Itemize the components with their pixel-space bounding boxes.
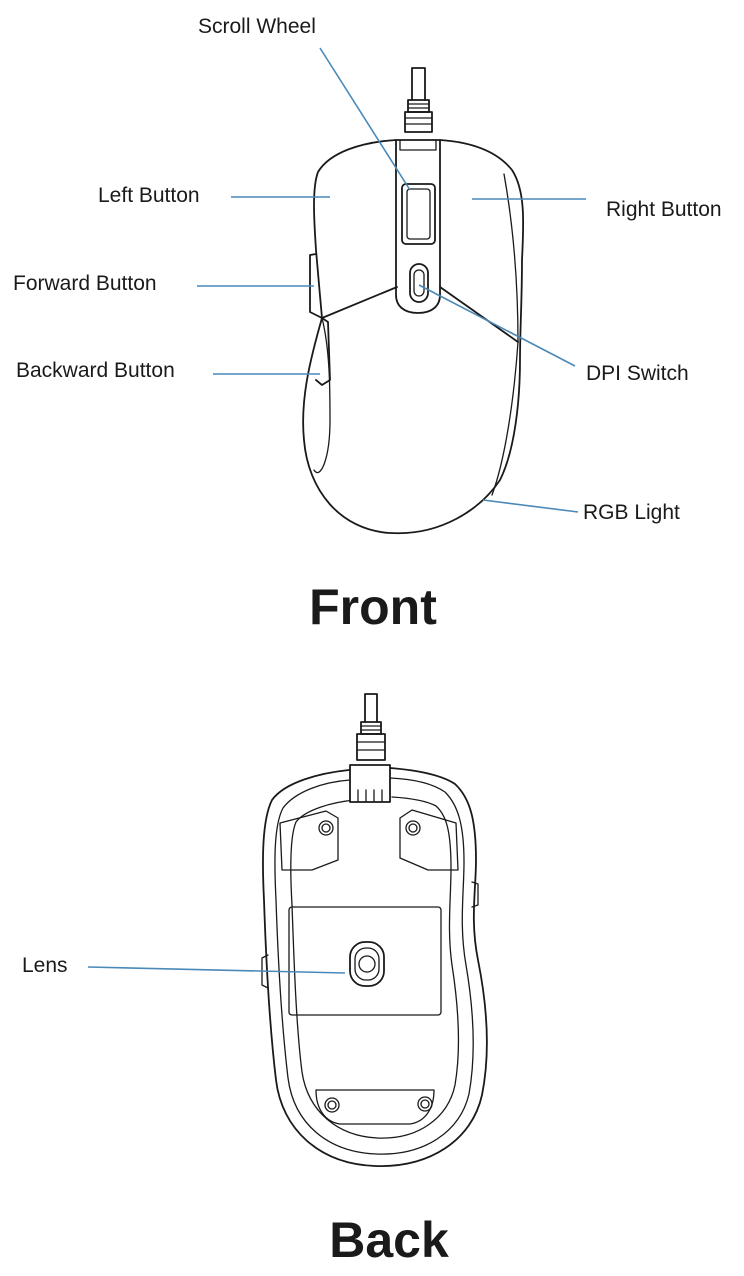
leader-rgb-light — [482, 499, 579, 513]
leader-dpi-switch — [418, 284, 576, 367]
back-heading: Back — [329, 1212, 449, 1268]
back-mouse-body — [262, 767, 488, 1167]
forward-button-shape — [309, 253, 323, 319]
label-forward-button: Forward Button — [13, 272, 157, 295]
front-mouse-body — [302, 139, 525, 535]
dpi-switch-shape — [409, 263, 429, 303]
back-top-feet — [279, 809, 459, 871]
label-lens: Lens — [22, 954, 68, 977]
label-scroll-wheel: Scroll Wheel — [198, 15, 316, 38]
label-dpi-switch: DPI Switch — [586, 362, 689, 385]
label-backward-button: Backward Button — [16, 359, 175, 382]
front-heading: Front — [309, 579, 437, 635]
lens-shape — [349, 941, 385, 987]
back-cable — [356, 693, 386, 761]
center-strip — [395, 139, 441, 314]
label-left-button: Left Button — [98, 184, 200, 207]
leader-scroll-wheel — [319, 47, 411, 191]
label-right-button: Right Button — [606, 198, 722, 221]
back-view: Lens Back — [22, 693, 488, 1268]
front-cable — [404, 67, 433, 133]
front-view: Scroll Wheel Left Button Right Button Fo… — [13, 15, 722, 635]
back-label-plate — [288, 906, 442, 1016]
leader-lens — [87, 966, 346, 974]
label-rgb-light: RGB Light — [583, 501, 680, 524]
back-bottom-foot — [315, 1089, 435, 1125]
scroll-wheel-shape — [401, 183, 436, 245]
